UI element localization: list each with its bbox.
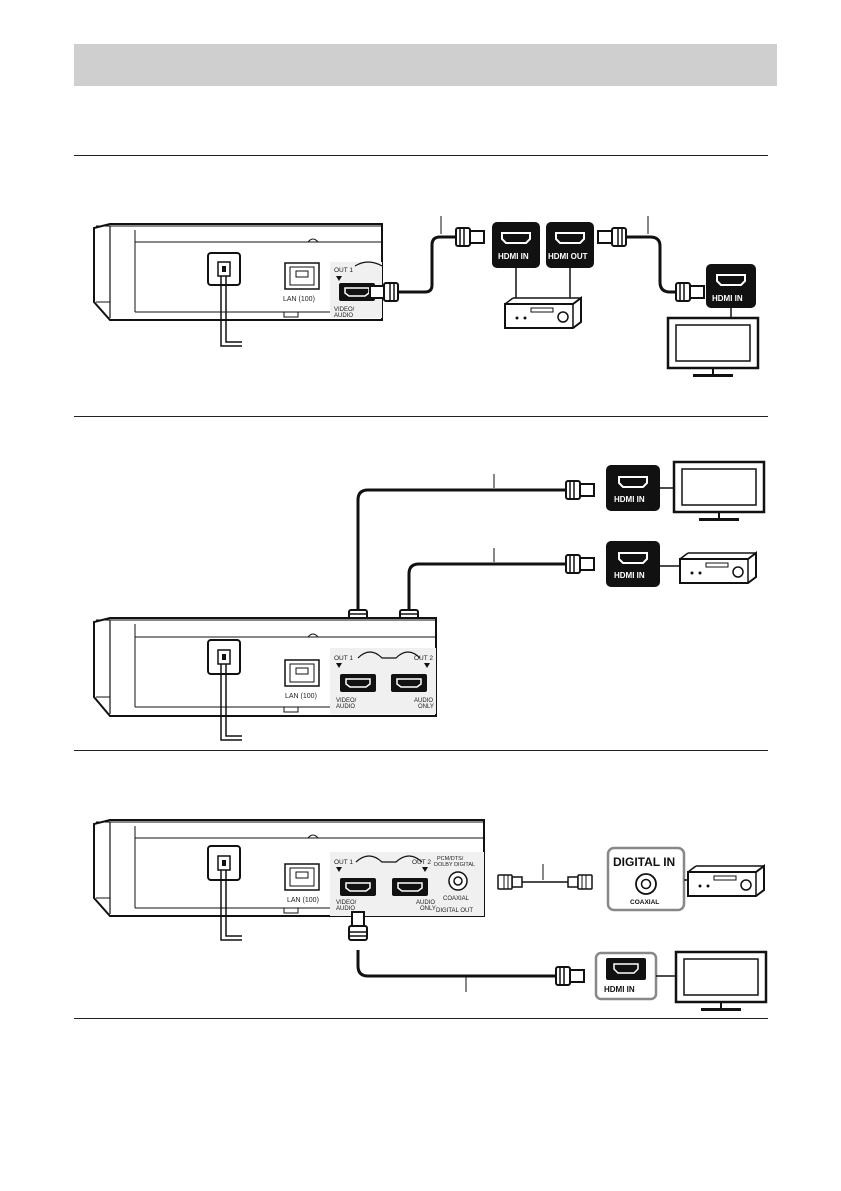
tv3-hdmi-in-label: HDMI IN (604, 985, 635, 994)
avr2-hdmi-in-label: HDMI IN (614, 571, 645, 580)
coaxial-label-player: COAXIAL (443, 896, 470, 902)
video-audio-label-2b: AUDIO (336, 704, 355, 710)
coaxial-label-avr: COAXIAL (630, 899, 659, 906)
pcm-label-b: DOLBY DIGITAL (434, 862, 475, 868)
tv1-hdmi-in-label: HDMI IN (712, 294, 743, 303)
audio-only-label-3b: ONLY (420, 906, 436, 912)
tv2-hdmi-in-label: HDMI IN (614, 495, 645, 504)
player-rear-panel-1: LAN (100) OUT 1 VIDEO/ AUDIO (94, 224, 382, 346)
avr-hdmi-in-label: HDMI IN (498, 252, 529, 261)
player-rear-panel-2: LAN (100) OUT 1 OUT 2 VIDEO/ AUDIO AUDIO… (94, 618, 436, 740)
lan-port-label: LAN (100) (283, 296, 315, 303)
av-receiver-3: DIGITAL IN COAXIAL (608, 848, 764, 910)
digital-in-label: DIGITAL IN (613, 855, 675, 869)
lan-port-label-3: LAN (100) (287, 897, 319, 904)
tv-3: HDMI IN (596, 952, 766, 1011)
out2-label-2: OUT 2 (414, 655, 433, 662)
audio-only-label-2b: ONLY (418, 704, 434, 710)
section-1-diagram: LAN (100) OUT 1 VIDEO/ AUDIO HDMI IN HDM… (94, 216, 758, 377)
out1-label-3: OUT 1 (334, 859, 353, 866)
digital-out-label: DIGITAL OUT (436, 908, 473, 914)
avr-hdmi-out-label: HDMI OUT (548, 252, 588, 261)
player-rear-panel-3: LAN (100) OUT 1 OUT 2 VIDEO/ AUDIO AUDIO… (94, 820, 484, 940)
av-receiver-2: HDMI IN (606, 541, 756, 587)
tv-2: HDMI IN (606, 462, 764, 521)
av-receiver-1: HDMI IN HDMI OUT (492, 222, 594, 328)
out1-label: OUT 1 (334, 267, 353, 274)
section-3-diagram: LAN (100) OUT 1 OUT 2 VIDEO/ AUDIO AUDIO… (94, 820, 766, 1011)
video-audio-label-b: AUDIO (334, 313, 353, 319)
lan-port-label-2: LAN (100) (285, 693, 317, 700)
tv-1: HDMI IN (668, 264, 758, 377)
section-2-diagram: HDMI IN HDMI IN (94, 462, 764, 740)
out2-label-3: OUT 2 (412, 859, 431, 866)
out1-label-2: OUT 1 (334, 655, 353, 662)
